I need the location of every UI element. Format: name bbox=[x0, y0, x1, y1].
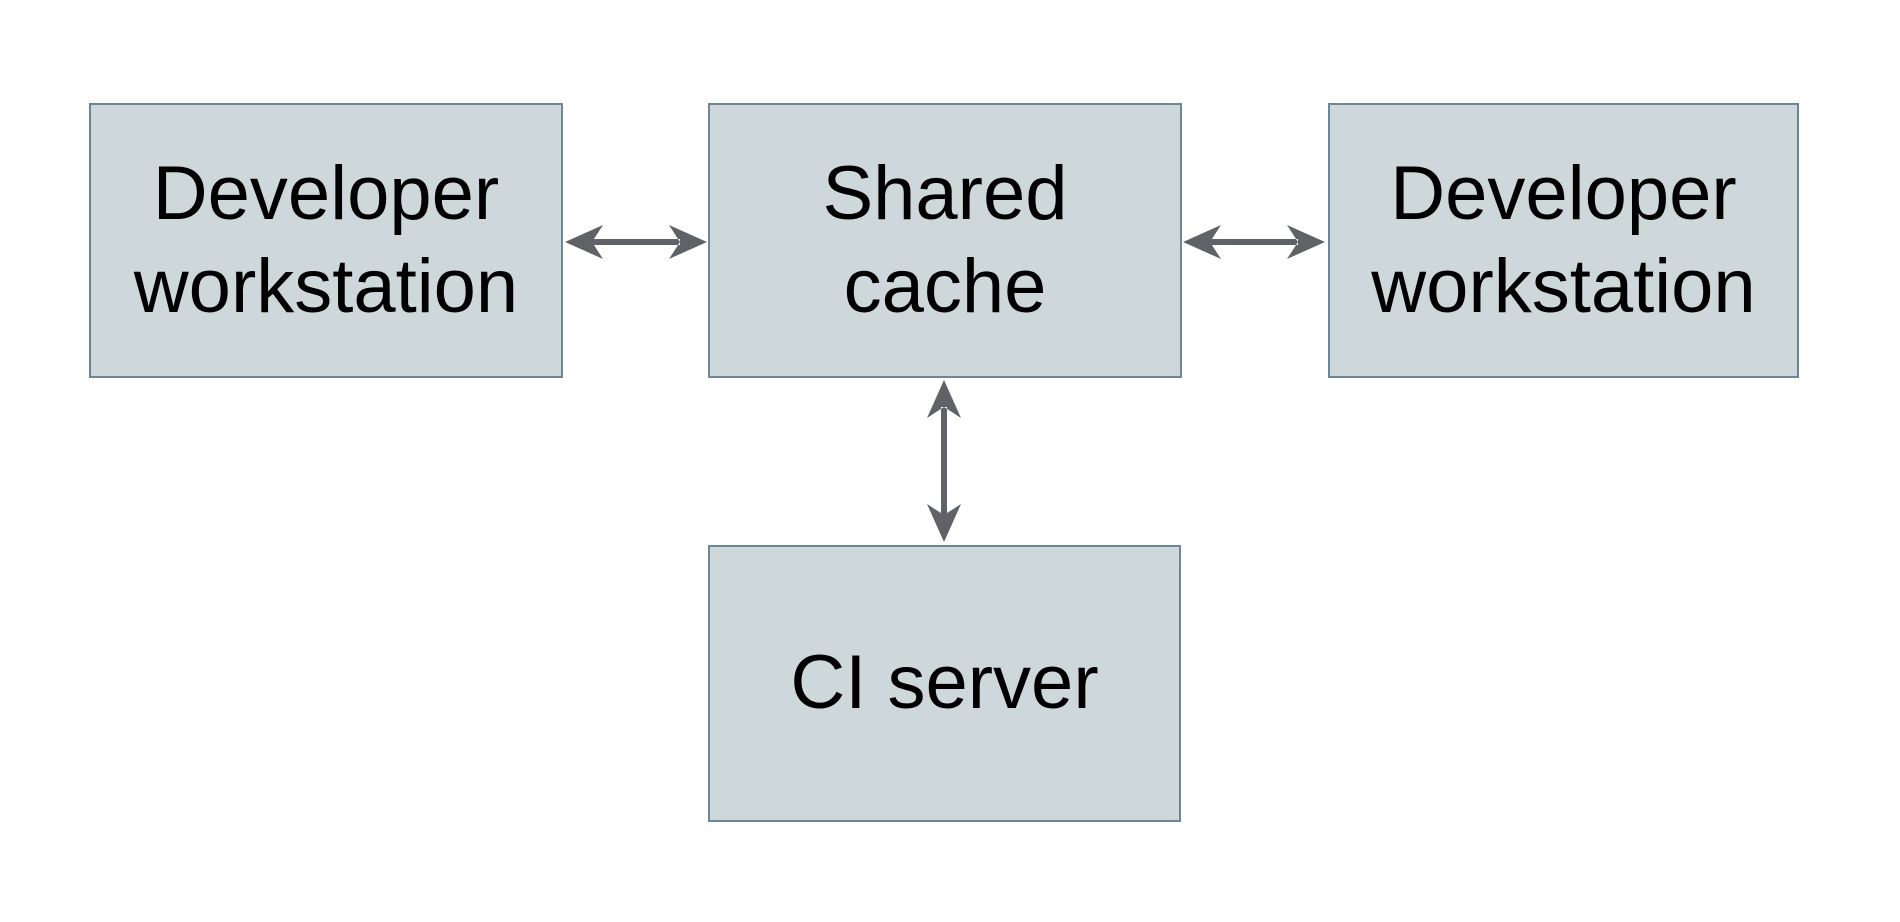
node-label-developer-workstation-right: Developer workstation bbox=[1371, 150, 1756, 329]
node-shared-cache: Shared cache bbox=[708, 103, 1182, 378]
node-label-shared-cache: Shared cache bbox=[822, 150, 1068, 329]
bidirectional-arrow-devleft-cache-icon bbox=[565, 225, 707, 259]
bidirectional-arrow-cache-ciserver-icon bbox=[927, 380, 961, 542]
node-label-developer-workstation-left: Developer workstation bbox=[133, 150, 519, 329]
bidirectional-arrow-cache-devright-icon bbox=[1183, 225, 1325, 259]
node-developer-workstation-left: Developer workstation bbox=[89, 103, 563, 378]
node-label-ci-server: CI server bbox=[790, 640, 1099, 726]
node-ci-server: CI server bbox=[708, 545, 1181, 822]
node-developer-workstation-right: Developer workstation bbox=[1328, 103, 1799, 378]
